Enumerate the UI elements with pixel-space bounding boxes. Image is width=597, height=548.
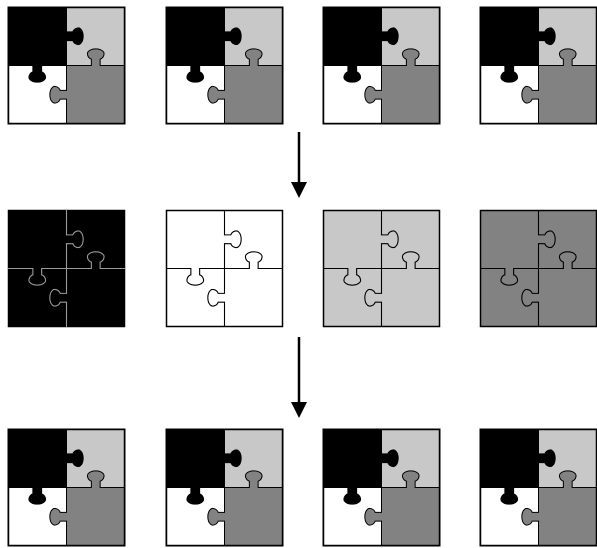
puzzle-seam	[380, 210, 399, 269]
puzzle-icon	[165, 6, 284, 125]
puzzle-seam	[521, 268, 540, 327]
puzzle-frame	[322, 6, 441, 125]
puzzle-icon	[322, 428, 441, 547]
puzzle-seam	[364, 268, 383, 327]
piece-bottom-right	[521, 470, 597, 547]
puzzle-frame	[322, 428, 441, 547]
puzzle-icon	[322, 6, 441, 125]
puzzle-frame	[165, 428, 284, 547]
puzzle-icon	[479, 6, 597, 125]
puzzle-seam	[166, 267, 225, 286]
puzzle-icon	[165, 428, 284, 547]
puzzle-seam	[224, 251, 283, 270]
puzzle-seam	[49, 268, 68, 327]
puzzle-seam	[223, 210, 242, 269]
puzzle-icon	[479, 428, 597, 547]
puzzle-frame	[165, 6, 284, 125]
puzzle-icon	[322, 209, 441, 328]
arrow-down-icon	[291, 337, 307, 418]
puzzle-row-2	[7, 209, 597, 328]
puzzle-row-3	[7, 428, 597, 547]
puzzle-row-1	[7, 6, 597, 125]
puzzle-seam	[323, 267, 382, 286]
arrow-down-icon	[291, 132, 307, 198]
puzzle-frame	[7, 6, 126, 125]
puzzle-seam	[381, 251, 440, 270]
puzzle-icon	[7, 428, 126, 547]
puzzle-seam	[66, 251, 125, 270]
puzzle-icon	[479, 209, 597, 328]
puzzle-icon	[7, 209, 126, 328]
puzzle-seam	[538, 251, 597, 270]
piece-bottom-right	[521, 48, 597, 125]
puzzle-seam	[537, 210, 556, 269]
puzzle-icon	[7, 6, 126, 125]
puzzle-frame	[7, 428, 126, 547]
puzzle-seam	[8, 267, 67, 286]
puzzle-seam	[65, 210, 84, 269]
puzzle-icon	[165, 209, 284, 328]
puzzle-seam	[207, 268, 226, 327]
puzzle-seam	[480, 267, 539, 286]
